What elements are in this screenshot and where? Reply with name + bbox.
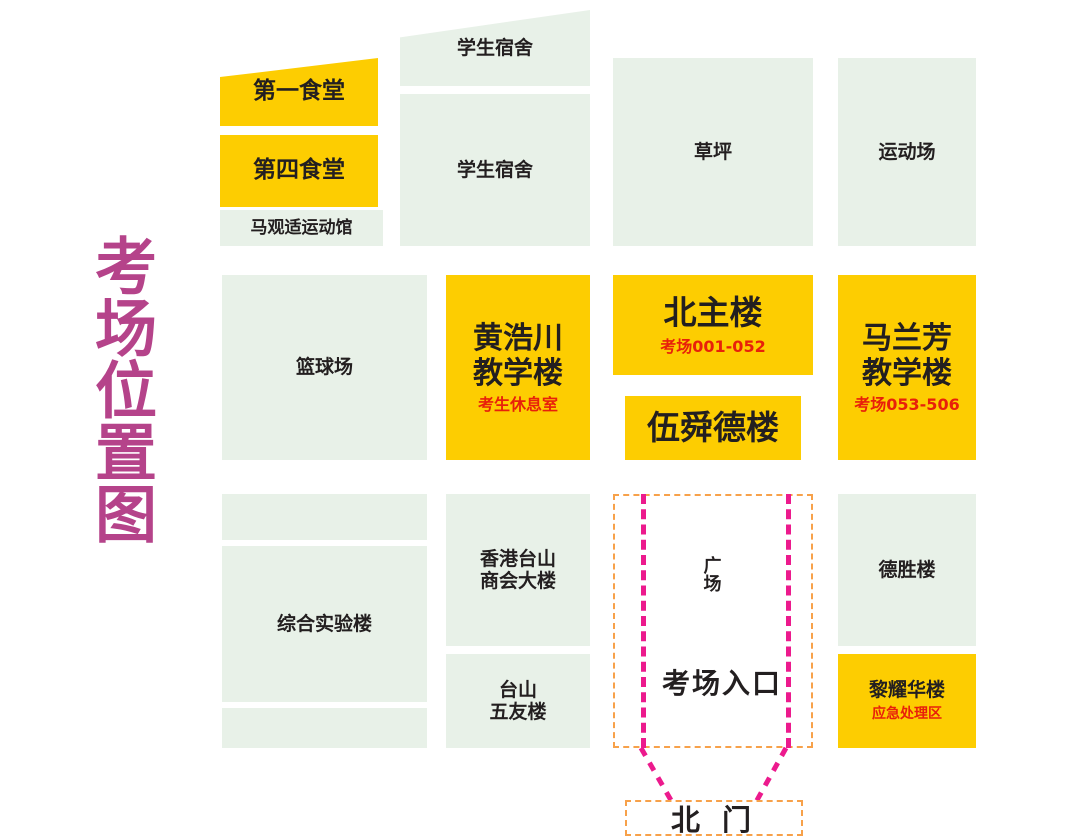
plaza-label: 广场 [700,556,722,592]
building-comprehensive-lab-north-wing[interactable] [222,494,427,540]
building-label: 香港台山 商会大楼 [479,547,556,592]
area-sports-field[interactable]: 运动场 [838,58,976,246]
building-label: 德胜楼 [878,558,936,581]
building-label: 北主楼 [663,292,763,332]
building-label: 学生宿舍 [456,36,533,59]
building-huanghaochuan[interactable]: 黄浩川 教学楼 考生休息室 [446,275,590,460]
building-canteen-1[interactable]: 第一食堂 [220,58,378,126]
building-taishan-wuyou[interactable]: 台山 五友楼 [446,654,590,748]
building-comprehensive-lab-south-wing[interactable] [222,708,427,748]
building-label: 学生宿舍 [456,158,533,181]
building-note: 考场053-506 [854,395,960,415]
path-line-left [641,494,646,748]
area-label: 运动场 [878,140,936,163]
building-comprehensive-lab[interactable]: 综合实验楼 [222,546,427,702]
plaza-boundary [613,494,813,748]
area-label: 篮球场 [295,356,353,379]
page-title: 考场位置图 [84,234,157,544]
exam-entrance-label: 考场入口 [662,667,783,700]
building-note: 考场001-052 [660,336,766,356]
building-label: 马观适运动馆 [250,217,353,238]
building-label: 综合实验楼 [276,612,372,635]
building-wushunde[interactable]: 伍舜德楼 [625,396,801,460]
path-line-right [786,494,791,748]
building-label: 第四食堂 [253,157,345,184]
building-label: 第一食堂 [253,78,345,105]
building-label: 马兰芳 教学楼 [862,320,952,391]
building-desheng[interactable]: 德胜楼 [838,494,976,646]
building-hk-taishan-chamber[interactable]: 香港台山 商会大楼 [446,494,590,646]
area-label: 草坪 [693,140,732,163]
building-label: 伍舜德楼 [647,407,779,447]
north-gate-label: 北 门 [670,803,758,837]
building-gym[interactable]: 马观适运动馆 [220,210,383,246]
building-label: 台山 五友楼 [489,678,547,723]
building-liyaohua[interactable]: 黎耀华楼 应急处理区 [838,654,976,748]
area-lawn[interactable]: 草坪 [613,58,813,246]
building-dorm-1[interactable]: 学生宿舍 [400,10,590,86]
north-gate[interactable]: 北 门 [625,800,803,837]
building-dorm-2[interactable]: 学生宿舍 [400,94,590,246]
building-label: 黎耀华楼 [868,679,945,702]
building-label: 黄浩川 教学楼 [473,320,563,391]
area-basketball-court[interactable]: 篮球场 [222,275,427,460]
building-note: 考生休息室 [477,395,558,415]
building-malanfang[interactable]: 马兰芳 教学楼 考场053-506 [838,275,976,460]
building-note: 应急处理区 [872,705,942,722]
building-north-main[interactable]: 北主楼 考场001-052 [613,275,813,375]
building-canteen-4[interactable]: 第四食堂 [220,135,378,207]
